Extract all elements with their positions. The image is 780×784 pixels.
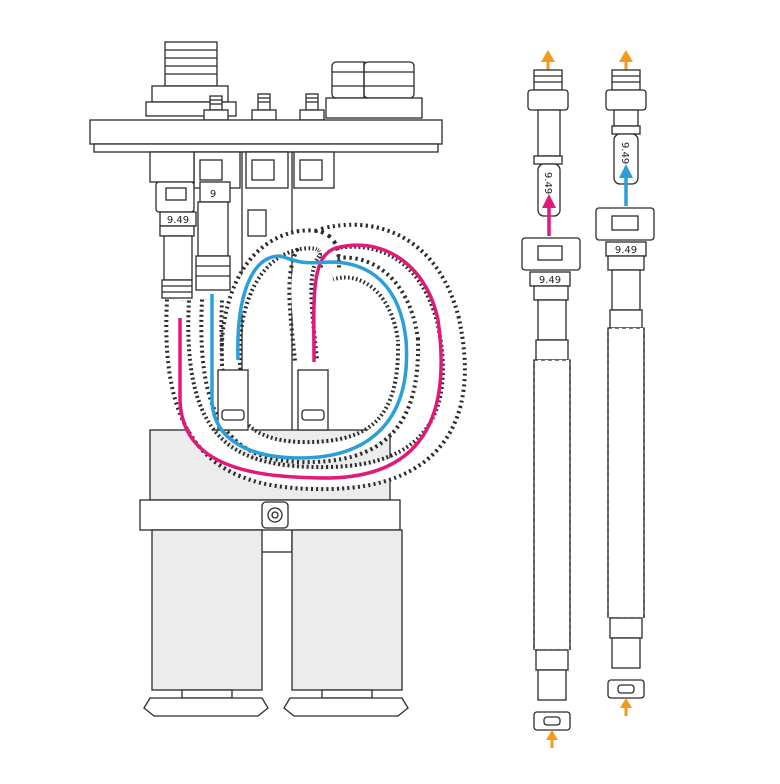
cable-gland-fittings	[325, 61, 423, 119]
ferrule-label-second: 9	[210, 189, 216, 200]
pump-bodies	[139, 429, 409, 717]
hose-b-ferrule-label: 9.49	[615, 245, 637, 256]
hose-b: 9.49 9.49	[595, 50, 655, 716]
arrow-up-icon	[620, 698, 632, 708]
pump-assembly: 9.49 9	[89, 41, 467, 717]
outlet-ferrule-left: 9.49	[149, 151, 197, 299]
ferrule-label-left: 9.49	[167, 215, 189, 226]
terminal-studs	[203, 93, 325, 121]
fuel-flow-line-magenta	[178, 243, 443, 480]
arrow-up-icon	[546, 730, 558, 740]
hose-b-tube-label: 9.49	[619, 142, 630, 164]
hose-a-ferrule-label: 9.49	[539, 275, 561, 286]
arrow-up-icon	[542, 194, 556, 208]
arrow-up-icon	[619, 164, 633, 178]
inner-hose-ferrules	[217, 369, 329, 431]
outlet-ferrule-second: 9	[195, 181, 231, 291]
arrow-up-icon	[619, 50, 633, 62]
mounting-flange	[89, 119, 443, 153]
fuel-flow-line-blue	[210, 254, 409, 460]
hose-a-tube-label: 9.49	[542, 172, 553, 194]
hose-a: 9.49 9.49	[521, 50, 581, 748]
arrow-up-icon	[541, 50, 555, 62]
